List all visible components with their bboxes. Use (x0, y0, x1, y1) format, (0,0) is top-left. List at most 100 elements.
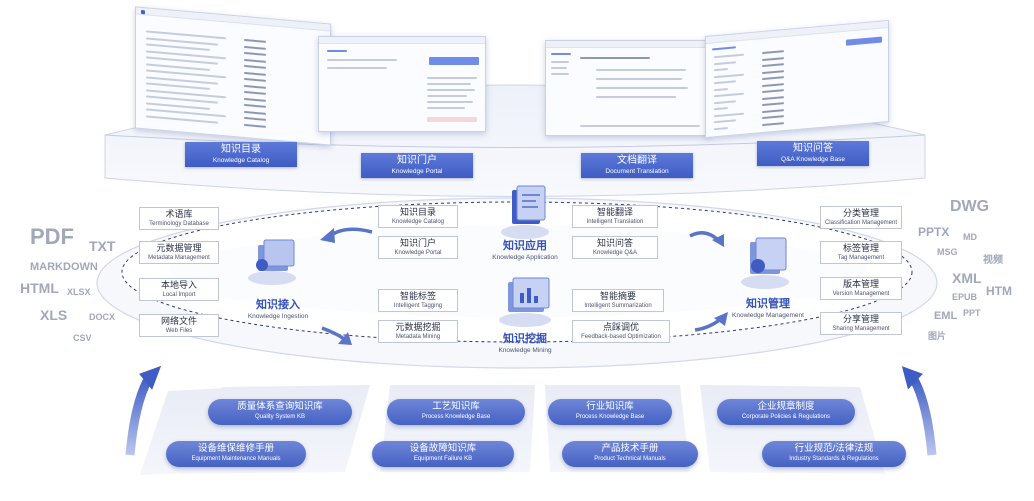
format-label: PPTX (918, 225, 950, 239)
mining-item-zh: 元数据挖掘 (395, 322, 441, 332)
screenshot-text-line (762, 95, 784, 100)
top-label-qa-zh: 知识问答 (793, 143, 833, 154)
application-item-zh: 知识目录 (399, 207, 436, 217)
kb-pill-industry[interactable]: 行业知识库 Process Knowledge Base (548, 399, 672, 425)
top-label-qa-en: Q&A Knowledge Base (781, 156, 845, 163)
kb-pill-policies[interactable]: 企业规章制度 Corporate Policies & Regulations (717, 399, 855, 425)
screenshot-text-line (762, 82, 784, 87)
ingestion-item-en: Metadata Management (148, 255, 210, 261)
screenshot-text-line (762, 63, 784, 68)
management-icon (741, 237, 789, 289)
kb-pill-maintenance[interactable]: 设备维保维修手册 Equipment Maintenance Manuals (166, 441, 306, 467)
mining-item-en: Intelligent Summarization (584, 303, 652, 309)
mining-item-summarization[interactable]: 智能摘要 Intelligent Summarization (572, 289, 664, 312)
mining-item-en: Intelligent Tagging (393, 303, 443, 309)
format-label: EML (934, 310, 958, 322)
kb-pill-zh: 企业规章制度 (757, 401, 815, 412)
screenshot-text-line (244, 123, 266, 128)
screenshot-text-line (244, 90, 266, 95)
mining-item-tagging[interactable]: 智能标签 Intelligent Tagging (378, 289, 458, 312)
screenshot-text-line (762, 56, 784, 61)
format-label: CSV (73, 333, 92, 343)
management-item-en: Classification Management (824, 220, 898, 226)
kb-pill-failure[interactable]: 设备故障知识库 Equipment Failure KB (372, 441, 514, 467)
application-item-catalog[interactable]: 知识目录 Knowledge Catalog (378, 205, 458, 228)
top-label-translation[interactable]: 文档翻译 Document Translation (581, 153, 693, 178)
kb-pill-zh: 质量体系查询知识库 (237, 401, 323, 412)
top-label-portal[interactable]: 知识门户 Knowledge Portal (361, 153, 473, 178)
management-item-zh: 分享管理 (842, 314, 879, 324)
module-title-zh: 知识管理 (746, 298, 790, 310)
mining-item-feedback[interactable]: 点踩调优 Feedback-based Optimization (572, 320, 670, 343)
screenshot-text-line (714, 68, 728, 72)
catalog-screenshot (135, 6, 331, 146)
ingestion-icon (248, 239, 296, 285)
kb-pill-zh: 工艺知识库 (432, 401, 480, 412)
module-title-en: Knowledge Management (732, 312, 804, 319)
kb-pill-zh: 行业规范/法律法规 (794, 443, 874, 454)
mining-item-zh: 点踩调优 (602, 322, 639, 332)
kb-pill-en: Process Knowledge Base (575, 414, 645, 420)
kb-pill-quality[interactable]: 质量体系查询知识库 Quality System KB (208, 399, 352, 425)
mining-item-metadata-mining[interactable]: 元数据挖掘 Metadata Mining (378, 320, 458, 343)
management-item-tag[interactable]: 标签管理 Tag Management (820, 241, 902, 264)
management-item-version[interactable]: 版本管理 Version Management (820, 277, 902, 300)
format-label: HTM (986, 284, 1012, 298)
format-label: MD (963, 232, 977, 242)
screenshot-text-line (714, 87, 728, 91)
screenshot-text-line (714, 60, 736, 65)
top-label-portal-zh: 知识门户 (397, 155, 437, 166)
screenshot-text-line (762, 69, 784, 74)
screenshot-text-line (714, 99, 736, 104)
kb-pill-en: Quality System KB (254, 414, 305, 420)
kb-pill-en: Product Technical Manuals (594, 456, 666, 462)
management-item-zh: 分类管理 (842, 208, 879, 218)
ingestion-item-metadata[interactable]: 元数据管理 Metadata Management (139, 241, 219, 264)
top-label-catalog[interactable]: 知识目录 Knowledge Catalog (185, 142, 297, 167)
ingestion-item-terminology[interactable]: 术语库 Terminology Database (139, 207, 219, 230)
ingestion-item-local-import[interactable]: 本地导入 Local Import (139, 278, 219, 301)
ingestion-item-en: Terminology Database (149, 221, 209, 227)
format-label: XLS (40, 307, 68, 323)
application-item-en: Knowledge Portal (394, 250, 442, 256)
kb-pill-en: Equipment Failure KB (413, 456, 473, 462)
kb-pill-en: Industry Standards & Regulations (789, 456, 879, 462)
format-label: EPUB (952, 292, 978, 302)
ingestion-item-zh: 元数据管理 (156, 243, 202, 253)
module-title-zh: 知识应用 (503, 240, 547, 252)
format-label: MSG (937, 247, 958, 257)
screenshot-text-line (244, 45, 266, 50)
top-label-qa[interactable]: 知识问答 Q&A Knowledge Base (757, 141, 869, 166)
module-title-ingestion: 知识接入 Knowledge Ingestion (218, 296, 338, 320)
ingestion-item-en: Web Files (165, 328, 193, 334)
mining-item-zh: 智能摘要 (599, 291, 636, 301)
screenshot-text-line (762, 89, 784, 94)
application-item-translation[interactable]: 智能翻译 Intelligent Translation (572, 205, 658, 228)
top-label-catalog-zh: 知识目录 (221, 144, 261, 155)
management-item-classification[interactable]: 分类管理 Classification Management (820, 206, 902, 229)
kb-pill-zh: 设备维保维修手册 (197, 443, 274, 454)
screenshot-text-line (714, 119, 736, 124)
portal-screenshot (318, 36, 486, 132)
mining-icon (499, 277, 551, 327)
format-label: 视频 (983, 255, 1003, 266)
kb-pill-standards[interactable]: 行业规范/法律法规 Industry Standards & Regulatio… (762, 441, 906, 467)
kb-pill-zh: 设备故障知识库 (409, 443, 477, 454)
screenshot-text-line (146, 82, 210, 90)
module-title-mining: 知识挖掘 Knowledge Mining (465, 330, 585, 354)
top-label-portal-en: Knowledge Portal (391, 168, 443, 175)
screenshot-text-line (762, 121, 784, 126)
kb-pill-en: Process Knowledge Base (421, 414, 491, 420)
ingestion-item-web-files[interactable]: 网络文件 Web Files (139, 314, 219, 337)
kb-pill-process[interactable]: 工艺知识库 Process Knowledge Base (387, 399, 525, 425)
management-item-sharing[interactable]: 分享管理 Sharing Management (820, 312, 902, 335)
application-icon (501, 185, 549, 239)
kb-pill-product[interactable]: 产品技术手册 Product Technical Manuals (562, 441, 698, 467)
screenshot-text-line (244, 116, 266, 121)
application-item-qa[interactable]: 知识问答 Knowledge Q&A (572, 236, 658, 259)
management-item-en: Version Management (832, 291, 890, 297)
application-item-portal[interactable]: 知识门户 Knowledge Portal (378, 236, 458, 259)
screenshot-text-line (244, 38, 266, 43)
module-title-en: Knowledge Application (492, 254, 558, 261)
